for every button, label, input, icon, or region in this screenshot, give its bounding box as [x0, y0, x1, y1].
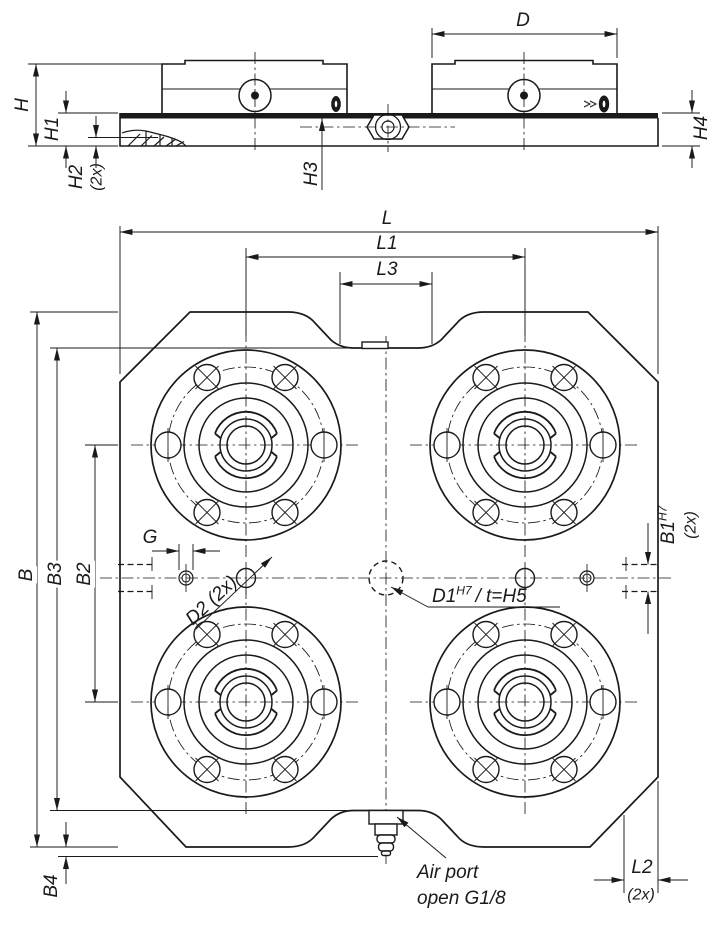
air-fitting-front — [300, 104, 455, 152]
center-bore-d1 — [368, 560, 404, 596]
top-view — [30, 226, 688, 893]
dim-label-l: L — [381, 208, 393, 230]
center-holes — [178, 560, 595, 596]
dim-label-h: H — [12, 98, 34, 112]
dim-label-h4: H4 — [691, 115, 713, 141]
dim-label-h1: H1 — [42, 116, 64, 142]
dim-label-l2-qty: (2x) — [627, 886, 655, 904]
module-side-left — [161, 52, 348, 152]
clamp-ramp-section — [121, 129, 187, 147]
module-top-left — [130, 329, 362, 561]
dim-label-h2: H2 — [66, 164, 88, 190]
dim-label-l1: L1 — [376, 233, 398, 255]
module-top-right — [409, 329, 641, 561]
dim-label-l2: L2 — [631, 857, 653, 879]
dim-label-b2: B2 — [74, 560, 96, 588]
air-port-note-line2: open G1/8 — [417, 888, 506, 910]
dim-label-d1: D1H7 / t=H5 — [432, 583, 527, 608]
dim-label-l3: L3 — [376, 259, 398, 281]
dim-label-d: D — [516, 10, 530, 32]
module-side-right — [431, 52, 618, 152]
top-view-dimensions — [30, 226, 688, 893]
dim-label-g: G — [142, 527, 158, 549]
plate-outline — [119, 311, 659, 848]
air-port-note-line1: Air port — [417, 862, 479, 884]
air-port-fitting — [368, 809, 404, 857]
module-bottom-left — [130, 586, 362, 818]
module-bottom-right — [409, 586, 641, 818]
dim-label-h2-qty: (2x) — [88, 163, 106, 191]
dim-label-b1: B1H7 — [655, 505, 680, 545]
dim-label-b3: B3 — [45, 560, 67, 588]
side-view — [28, 28, 700, 190]
dim-label-b: B — [16, 566, 38, 584]
side-view-dimensions — [28, 28, 700, 190]
dim-label-b4: B4 — [41, 874, 63, 898]
dim-label-h3: H3 — [301, 161, 323, 187]
orientation-tab — [361, 341, 389, 350]
keyway-slots — [118, 557, 660, 599]
dim-label-b1-qty: (2x) — [682, 511, 700, 539]
